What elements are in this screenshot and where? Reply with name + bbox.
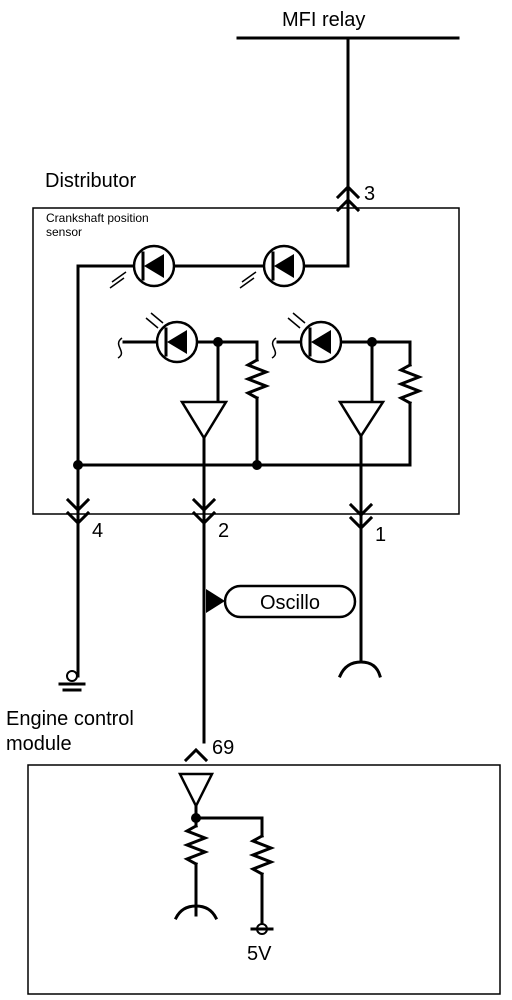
sensor-label-line1: Crankshaft position (46, 211, 149, 225)
amplifier-icon (337, 400, 386, 439)
light-input-curve (271, 337, 277, 359)
ground-icon (58, 670, 86, 692)
pin-2-label: 2 (218, 520, 229, 542)
connector-pin-icon (65, 497, 91, 526)
connector-pin-icon (335, 184, 361, 213)
amplifier-icon (179, 400, 229, 441)
connector-pin-icon (183, 747, 209, 763)
ecm-label-line2: module (6, 733, 72, 755)
led-icon (109, 244, 176, 289)
distributor-label: Distributor (45, 170, 136, 192)
oscillo-box (223, 584, 357, 619)
resistor-icon (248, 833, 276, 877)
supply-terminal-icon (250, 923, 274, 935)
light-input-curve (117, 337, 123, 359)
oscillo-label: Oscillo (260, 592, 320, 614)
resistor-icon (396, 362, 424, 406)
pin-4-label: 4 (92, 520, 103, 542)
probe-icon (206, 589, 225, 613)
supply-5v-label: 5V (247, 943, 272, 965)
ecm-label-line1: Engine control (6, 708, 134, 730)
junction-dot (73, 460, 83, 470)
pin-3-label: 3 (364, 183, 375, 205)
sensor-label-line2: sensor (46, 225, 82, 239)
resistor-icon (182, 823, 210, 867)
mfi-relay-label: MFI relay (282, 9, 365, 31)
distributor-box (32, 207, 460, 515)
wire-termination-curve (173, 904, 219, 921)
wire-termination-curve (338, 660, 382, 678)
ecm-box (27, 764, 501, 995)
amplifier-icon (177, 772, 215, 809)
photodiode-icon (287, 312, 343, 364)
resistor-icon (243, 357, 271, 401)
pin-69-label: 69 (212, 737, 234, 759)
pin-1-label: 1 (375, 524, 386, 546)
connector-pin-icon (191, 497, 217, 526)
connector-pin-icon (348, 502, 374, 531)
led-icon (239, 244, 306, 289)
photodiode-icon (145, 312, 199, 364)
